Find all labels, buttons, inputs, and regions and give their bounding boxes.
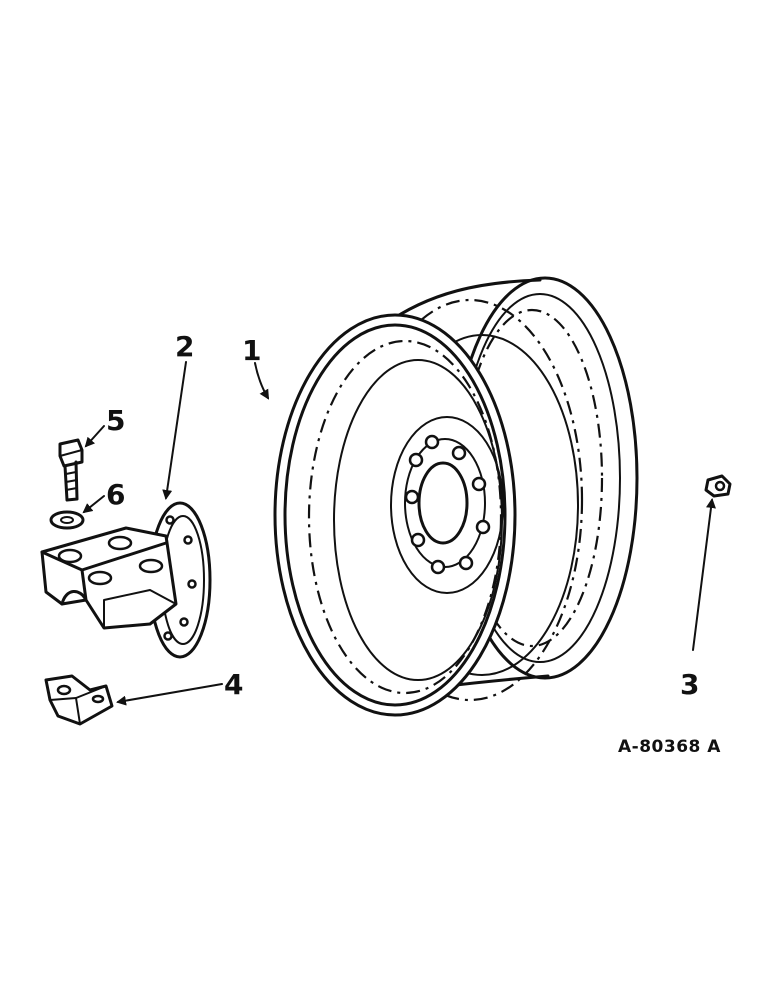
bolt (58, 438, 84, 502)
clamp (44, 674, 114, 726)
callout-6: 6 (106, 478, 125, 511)
callout-5: 5 (106, 404, 125, 437)
stud-holes (404, 434, 491, 575)
callout-1: 1 (242, 334, 261, 367)
reference-code: A-80368 A (618, 737, 721, 757)
washer (49, 510, 85, 530)
callout-3: 3 (680, 668, 699, 701)
callout-4: 4 (224, 668, 243, 701)
callout-2: 2 (175, 330, 194, 363)
wheel-nut (704, 474, 732, 498)
leader-lines (82, 361, 716, 706)
hub-assembly (40, 501, 212, 659)
wheel-rim (273, 276, 639, 717)
